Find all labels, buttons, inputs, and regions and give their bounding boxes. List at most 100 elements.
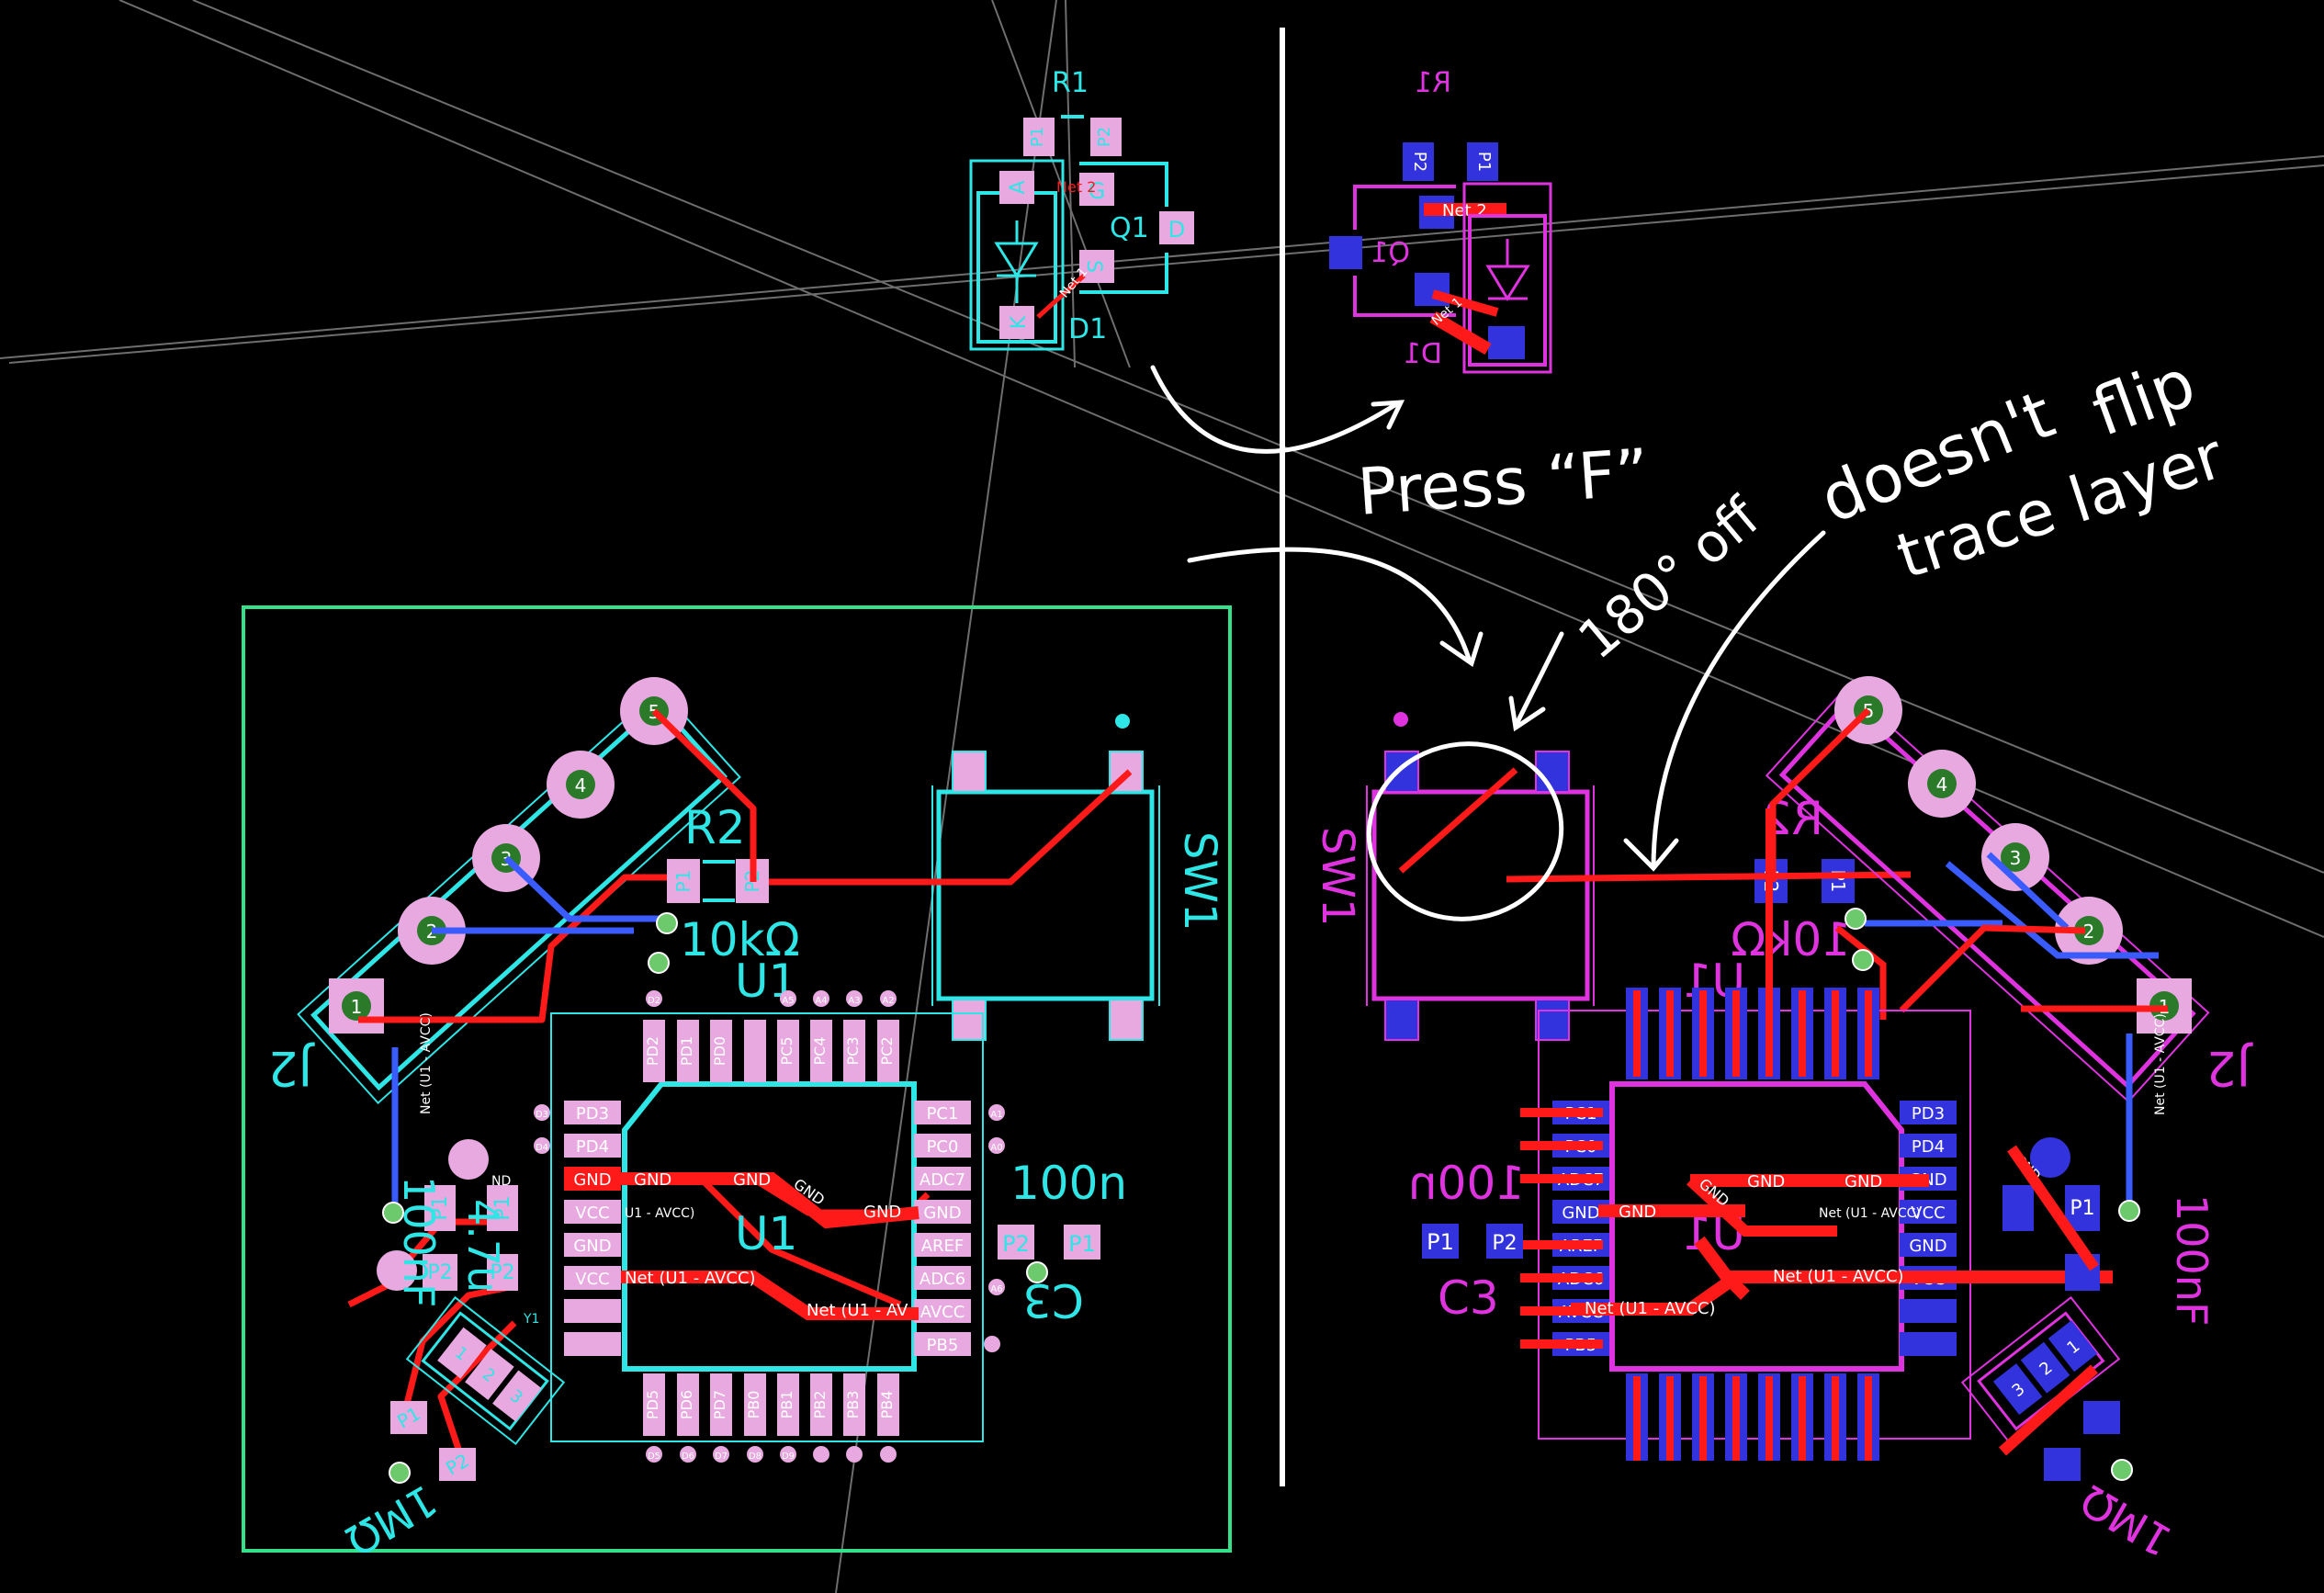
svg-text:AREF: AREF <box>921 1237 965 1256</box>
c3-flipped-label: C3 <box>1438 1271 1499 1325</box>
svg-text:Net 2: Net 2 <box>1056 178 1096 196</box>
svg-text:ADC7: ADC7 <box>919 1170 965 1190</box>
svg-text:Net (U1 - AVCC): Net (U1 - AVCC) <box>2153 1013 2168 1115</box>
arrow-press-f-bottom <box>1187 547 1484 667</box>
svg-text:GND: GND <box>863 1203 901 1222</box>
svg-text:P2: P2 <box>1002 1231 1030 1257</box>
svg-text:P1: P1 <box>672 870 694 893</box>
svg-text:P2: P2 <box>427 1261 452 1284</box>
u1-top-pins: PD2 PD1 PD0 PC5 PC4 PC3 PC2 D2 A5 A4 A3 … <box>643 990 899 1082</box>
svg-text:GND: GND <box>1619 1203 1656 1222</box>
j2-label: J2 <box>268 1040 315 1095</box>
svg-text:1: 1 <box>351 996 363 1018</box>
flipped-vias <box>1845 908 2140 1481</box>
bottom-view: R1 P2 P1 Net 2 Q1 Net 1 D1 <box>1312 67 2253 1566</box>
svg-text:K: K <box>1008 315 1031 329</box>
u1-center-label: U1 <box>735 1207 797 1260</box>
flipped-traces <box>1865 852 2159 1213</box>
u1-flipped-bottom-red <box>1633 1376 1872 1461</box>
svg-text:Net (U1 - AVCC): Net (U1 - AVCC) <box>625 1269 756 1288</box>
svg-text:PD5: PD5 <box>644 1390 661 1419</box>
svg-text:PC4: PC4 <box>811 1037 829 1066</box>
u1-flipped-top-red <box>1633 808 1872 1077</box>
arrow-180-off <box>1508 631 1564 732</box>
svg-text:GND: GND <box>1845 1172 1882 1192</box>
svg-text:4: 4 <box>575 774 587 796</box>
svg-text:PD3: PD3 <box>1912 1104 1945 1124</box>
u1-flipped[interactable]: U1 U1 <box>1520 808 2113 1461</box>
svg-text:P1: P1 <box>1068 1231 1096 1257</box>
r1-flipped-label: R1 <box>1415 67 1451 99</box>
svg-text:D: D <box>1168 217 1185 243</box>
u1-flipped-left-red <box>1520 1108 1603 1349</box>
u1-right-pins: PC1 PC0 ADC7 GND AREF ADC6 AVCC PB5 A1 A… <box>914 1101 1005 1356</box>
svg-text:PC2: PC2 <box>878 1037 896 1066</box>
svg-text:PD4: PD4 <box>1912 1137 1945 1157</box>
svg-text:Net (U1 - AVCC): Net (U1 - AVCC) <box>419 1012 434 1114</box>
arrow-press-f-top <box>1150 365 1405 454</box>
svg-text:PB5: PB5 <box>927 1336 959 1355</box>
right-capacitors-flipped[interactable]: P1 GND 100nF Net (U1 - AVCC) <box>2002 1013 2217 1326</box>
svg-text:D2: D2 <box>648 996 660 1006</box>
svg-text:GND: GND <box>634 1170 671 1190</box>
svg-text:A4: A4 <box>815 996 827 1006</box>
svg-text:PD7: PD7 <box>711 1390 728 1419</box>
u1-bottom-pins: PD5 PD6 PD7 PB0 PB1 PB2 PB3 PB4 D5 D6 D7… <box>643 1373 899 1463</box>
svg-text:U1 - AVCC): U1 - AVCC) <box>625 1206 694 1221</box>
left-capacitors[interactable]: P1 P2 P1 P2 4.7u 100nF Net (U1 - AVCC) N… <box>377 1012 518 1307</box>
svg-text:PB0: PB0 <box>745 1391 762 1419</box>
c3-flipped-value: 100n <box>1408 1157 1525 1210</box>
svg-text:P2: P2 <box>1095 127 1114 147</box>
svg-text:P1: P1 <box>1427 1229 1454 1255</box>
r1-label: R1 <box>1052 67 1089 99</box>
svg-text:PC3: PC3 <box>844 1037 862 1066</box>
svg-text:P1: P1 <box>1474 152 1494 172</box>
c3-flipped[interactable]: P1 P2 100n C3 <box>1408 1157 1525 1325</box>
c3-capacitor[interactable]: P2 P1 100n C3 <box>998 1157 1127 1327</box>
svg-text:PC0: PC0 <box>927 1137 959 1157</box>
r2-resistor[interactable]: R2 P1 P2 10kΩ <box>667 801 800 966</box>
u1-chip[interactable]: U1 U1 PD3 PD4 GND VCC GND VCC D3 D4 PD2 … <box>534 955 1005 1463</box>
svg-text:PD6: PD6 <box>678 1390 695 1419</box>
svg-text:P1: P1 <box>1028 127 1047 147</box>
c3-value: 100n <box>1010 1157 1127 1210</box>
svg-text:4: 4 <box>1936 774 1948 796</box>
svg-text:GND: GND <box>1562 1203 1599 1223</box>
r2-value: 10kΩ <box>680 913 800 966</box>
svg-text:D8: D8 <box>749 1452 762 1462</box>
svg-text:GND: GND <box>923 1203 961 1223</box>
svg-text:A: A <box>1007 180 1030 194</box>
svg-text:Net (U1 - AVCC): Net (U1 - AVCC) <box>1585 1299 1716 1318</box>
svg-text:3: 3 <box>2010 847 2022 869</box>
svg-text:ADC6: ADC6 <box>919 1270 965 1289</box>
svg-text:D7: D7 <box>715 1452 728 1462</box>
svg-text:Y1: Y1 <box>523 1312 539 1327</box>
svg-text:PD4: PD4 <box>576 1137 609 1157</box>
svg-text:S: S <box>1082 260 1105 273</box>
u1-flipped-right-pins: PD3 PD4 GND VCC GND VCC <box>1900 1101 1957 1356</box>
svg-text:GND: GND <box>733 1170 771 1190</box>
svg-text:P2: P2 <box>490 1261 514 1284</box>
svg-text:P1: P1 <box>491 1195 514 1220</box>
r1-q1-d1-group[interactable]: R1 P1 P2 G Net 2 D Q1 S A K D1 <box>969 67 1194 351</box>
r2-label: R2 <box>684 801 746 854</box>
svg-text:D6: D6 <box>682 1452 694 1462</box>
highlight-circle <box>1366 741 1564 921</box>
svg-text:GND: GND <box>1747 1172 1785 1192</box>
cap-left-value2: 100nF <box>394 1176 444 1307</box>
sw1-label: SW1 <box>1174 831 1225 931</box>
annotations <box>1150 365 1826 921</box>
svg-text:PD3: PD3 <box>576 1104 609 1124</box>
q1-flipped-label: Q1 <box>1371 237 1410 269</box>
d1-label: D1 <box>1068 313 1107 345</box>
u1-left-pins: PD3 PD4 GND VCC GND VCC D3 D4 <box>534 1101 621 1356</box>
svg-text:PB4: PB4 <box>878 1391 896 1419</box>
q1-label: Q1 <box>1110 212 1149 244</box>
svg-text:AVCC: AVCC <box>920 1303 965 1322</box>
sw1-switch[interactable]: SW1 <box>931 714 1225 1041</box>
svg-text:PD2: PD2 <box>644 1036 661 1066</box>
r1-q1-d1-flipped[interactable]: R1 P2 P1 Net 2 Q1 Net 1 D1 <box>1329 67 1552 374</box>
sw1-flipped[interactable]: SW1 <box>1312 712 1595 1041</box>
svg-text:Net (U1 - AVCC): Net (U1 - AVCC) <box>1819 1206 1921 1221</box>
